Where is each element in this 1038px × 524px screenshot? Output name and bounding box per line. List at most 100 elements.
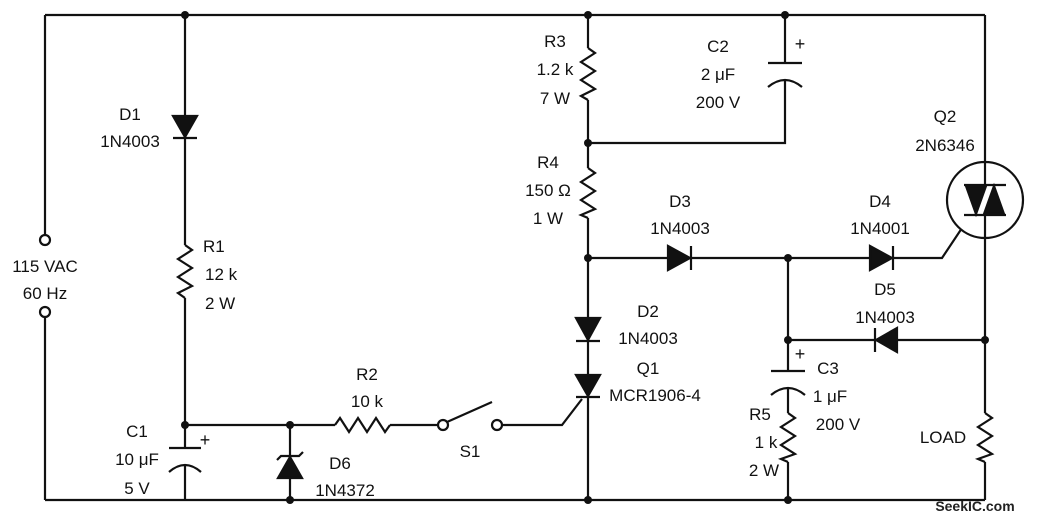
r5-resistor-symbol <box>777 412 798 464</box>
c3-polarity-mark: + <box>795 344 806 364</box>
d4-diode: D4 1N4001 <box>850 192 910 272</box>
r2-resistor: R2 10 k <box>334 365 391 435</box>
c1-value-label: 10 μF <box>115 450 159 469</box>
c2-value-label: 2 μF <box>701 65 735 84</box>
d3-ref-label: D3 <box>669 192 691 211</box>
s1-left-terminal <box>436 418 450 432</box>
c2-negative-plate <box>767 78 803 88</box>
d3-diode-symbol <box>666 244 693 272</box>
d5-ref-label: D5 <box>874 280 896 299</box>
q2-part-label: 2N6346 <box>915 136 975 155</box>
r5-value-label: 1 k <box>755 433 778 452</box>
r3-c2-link-wire <box>588 80 787 145</box>
r3-resistor: R3 1.2 k 7 W <box>537 32 598 108</box>
junction-dot <box>286 496 294 504</box>
junction-dot <box>784 336 792 344</box>
load-label: LOAD <box>920 428 966 447</box>
junction-dot <box>584 496 592 504</box>
junction-dot <box>781 11 789 19</box>
c1-capacitor: + C1 10 μF 5 V <box>115 422 210 498</box>
junction-dot <box>181 421 189 429</box>
d5-diode: D5 1N4003 <box>788 280 985 354</box>
q1-part-label: MCR1906-4 <box>609 386 701 405</box>
r3-value-label: 1.2 k <box>537 60 574 79</box>
c3-voltage-label: 200 V <box>816 415 861 434</box>
d5-diode-symbol <box>873 326 899 354</box>
ac-input: 115 VAC 60 Hz <box>12 233 78 319</box>
d3-diode: D3 1N4003 <box>650 192 710 272</box>
c3-capacitor: + C3 1 μF 200 V <box>770 344 861 434</box>
source-voltage-label: 115 VAC <box>12 257 78 276</box>
junction-dot <box>584 254 592 262</box>
c2-capacitor: + C2 2 μF 200 V <box>696 15 805 112</box>
load-resistor: LOAD <box>920 412 995 464</box>
r2-ref-label: R2 <box>356 365 378 384</box>
d3-part-label: 1N4003 <box>650 219 710 238</box>
input-terminal-top <box>38 233 52 247</box>
q2-ref-label: Q2 <box>934 107 957 126</box>
d5-part-label: 1N4003 <box>855 308 915 327</box>
d6-zener: D6 1N4372 <box>276 425 375 500</box>
r1-power-label: 2 W <box>205 294 235 313</box>
r3-resistor-symbol <box>578 47 598 101</box>
d2-diode: D2 1N4003 <box>574 302 678 348</box>
r4-ref-label: R4 <box>537 153 559 172</box>
c3-ref-label: C3 <box>817 359 839 378</box>
r1-ref-label: R1 <box>203 237 225 256</box>
junction-dot <box>784 254 792 262</box>
r5-ref-label: R5 <box>749 405 771 424</box>
c1-ref-label: C1 <box>126 422 148 441</box>
d1-part-label: 1N4003 <box>100 132 160 151</box>
q1-ref-label: Q1 <box>637 359 660 378</box>
junction-dot <box>584 11 592 19</box>
input-terminal-bottom <box>38 305 52 319</box>
d6-part-label: 1N4372 <box>315 481 375 500</box>
r4-resistor-symbol <box>578 167 598 220</box>
q2-triac: Q2 2N6346 <box>915 107 1025 240</box>
s1-lever <box>446 400 493 424</box>
junction-dots <box>181 11 989 504</box>
c1-polarity-mark: + <box>200 430 211 450</box>
r3-power-label: 7 W <box>540 89 570 108</box>
r4-resistor: R4 150 Ω 1 W <box>525 153 598 228</box>
d4-diode-symbol <box>868 244 895 272</box>
q1-scr: Q1 MCR1906-4 <box>574 359 701 405</box>
s1-switch: S1 <box>436 400 504 461</box>
r1-resistor-symbol <box>175 244 195 299</box>
c1-voltage-label: 5 V <box>124 479 150 498</box>
r2-resistor-symbol <box>334 415 391 435</box>
r4-value-label: 150 Ω <box>525 181 571 200</box>
q2-triac-symbol-up <box>982 182 1006 216</box>
d2-part-label: 1N4003 <box>618 329 678 348</box>
junction-dot <box>784 496 792 504</box>
junction-dot <box>981 336 989 344</box>
d6-zener-symbol <box>276 454 304 480</box>
s1-to-q1-gate-wire <box>502 398 583 427</box>
r4-power-label: 1 W <box>533 209 563 228</box>
junction-dot <box>584 139 592 147</box>
r1-resistor: R1 12 k 2 W <box>175 237 238 313</box>
load-resistor-symbol <box>974 412 995 464</box>
d4-ref-label: D4 <box>869 192 891 211</box>
r3-ref-label: R3 <box>544 32 566 51</box>
watermark-text: SeekIC.com <box>935 498 1014 514</box>
d2-diode-symbol <box>574 316 602 343</box>
d2-ref-label: D2 <box>637 302 659 321</box>
junction-dot <box>181 11 189 19</box>
d4-part-label: 1N4001 <box>850 219 910 238</box>
c2-voltage-label: 200 V <box>696 93 741 112</box>
r5-power-label: 2 W <box>749 461 779 480</box>
junction-dot <box>286 421 294 429</box>
c2-polarity-mark: + <box>795 34 806 54</box>
s1-right-terminal <box>490 418 504 432</box>
c3-value-label: 1 μF <box>813 387 847 406</box>
d1-diode: D1 1N4003 <box>100 105 199 151</box>
q2-triac-symbol-down <box>964 184 988 218</box>
q1-scr-symbol <box>574 373 602 399</box>
d1-ref-label: D1 <box>119 105 141 124</box>
r2-value-label: 10 k <box>351 392 384 411</box>
d1-diode-symbol <box>171 114 199 140</box>
d6-ref-label: D6 <box>329 454 351 473</box>
source-frequency-label: 60 Hz <box>23 284 67 303</box>
